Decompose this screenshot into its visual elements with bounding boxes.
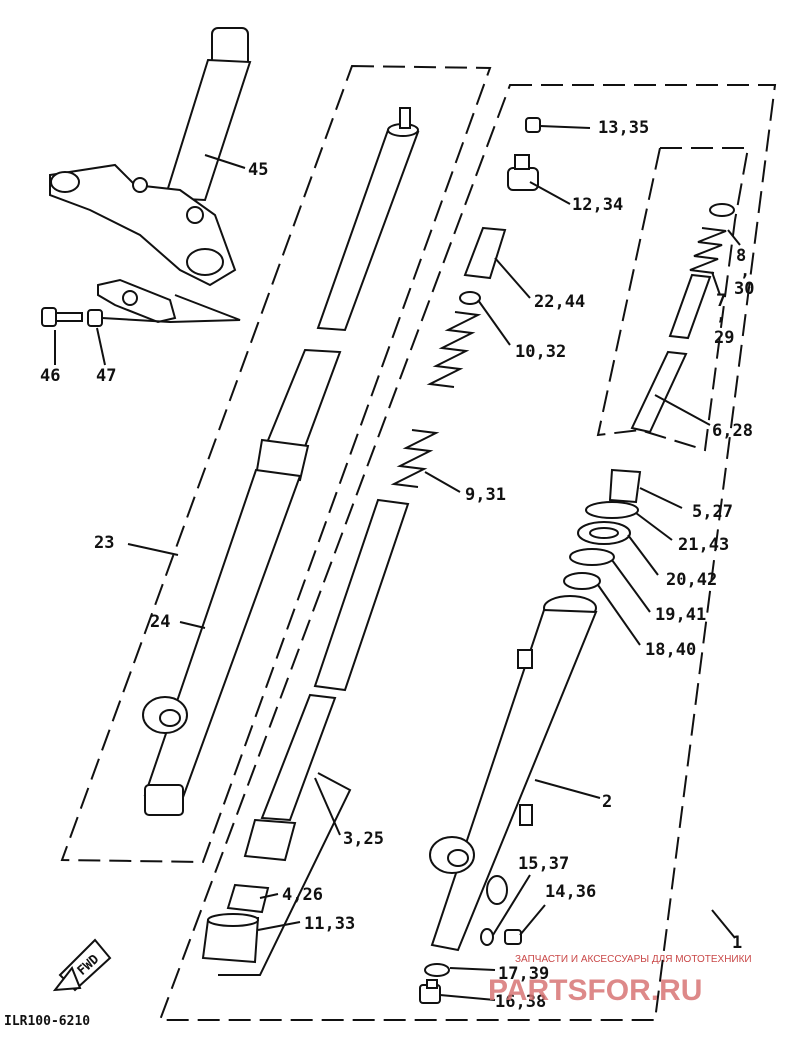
label-10-32: 10,32 (515, 342, 566, 362)
outer-tube-part-24 (142, 348, 342, 816)
label-14-36: 14,36 (545, 882, 596, 902)
label-15-37: 15,37 (518, 854, 569, 874)
group-3-bracket (218, 772, 352, 976)
clip-part-21 (585, 501, 639, 519)
label-4-26: 4,26 (282, 885, 323, 905)
oil-seal-part-20 (577, 521, 631, 545)
damper-part-11 (201, 913, 260, 964)
label-5-27: 5,27 (692, 502, 733, 522)
label-8-sep: , (740, 261, 750, 281)
diagram-code: ILR100-6210 (4, 1014, 90, 1029)
label-9-31: 9,31 (465, 485, 506, 505)
nut-part-47 (87, 309, 103, 327)
cap-bolt-part-13 (525, 117, 541, 133)
inner-tube-left (316, 107, 420, 332)
label-7: 7 (716, 291, 726, 311)
rebound-spring-part-7 (689, 227, 727, 274)
label-13-35: 13,35 (598, 118, 649, 138)
label-11-33: 11,33 (304, 914, 355, 934)
label-22-44: 22,44 (534, 292, 585, 312)
gasket-part-17 (424, 963, 450, 977)
washer-part-15 (480, 928, 494, 946)
damper-rod-part-29 (630, 273, 712, 434)
group-23-outline (60, 64, 492, 864)
washer-part-19 (569, 548, 615, 566)
label-19-41: 19,41 (655, 605, 706, 625)
label-1: 1 (732, 933, 742, 953)
damper-rod-middle (243, 498, 410, 862)
label-2: 2 (602, 792, 612, 812)
piston-ring-part-8 (709, 203, 735, 217)
spring-part-9 (390, 311, 482, 488)
label-30: 30 (734, 279, 754, 299)
group-1-outline (158, 84, 777, 1021)
label-23: 23 (94, 533, 114, 553)
oil-lock-piece-part-4 (226, 883, 270, 914)
fwd-arrow-icon: FWD (52, 938, 112, 992)
label-18-40: 18,40 (645, 640, 696, 660)
label-46: 46 (40, 366, 60, 386)
label-3-25: 3,25 (343, 829, 384, 849)
label-45: 45 (248, 160, 268, 180)
cable-guide-bracket (97, 278, 177, 324)
label-7-sep: , (716, 305, 726, 325)
label-24: 24 (150, 612, 170, 632)
bushing-part-18 (563, 572, 601, 590)
label-8: 8 (736, 246, 746, 266)
bolt-part-46 (41, 307, 83, 327)
watermark-caption: ЗАПЧАСТИ И АКСЕССУАРЫ ДЛЯ МОТОТЕХНИКИ (515, 954, 752, 965)
spacer-part-22 (463, 226, 507, 280)
label-29: 29 (714, 328, 734, 348)
label-17-39: 17,39 (498, 964, 549, 984)
label-20-42: 20,42 (666, 570, 717, 590)
spring-seat-part-10 (459, 291, 481, 305)
watermark-brand: PARTSFOR.RU (488, 974, 702, 1007)
group-29-outline (596, 147, 750, 452)
drain-bolt-part-14 (504, 929, 522, 945)
label-12-34: 12,34 (572, 195, 623, 215)
bolt-part-16 (419, 979, 441, 1004)
steering-stem-part-45 (49, 27, 252, 287)
outer-tube-part-2 (429, 595, 598, 952)
dust-seal-part-5 (608, 468, 642, 504)
label-21-43: 21,43 (678, 535, 729, 555)
label-16-38: 16,38 (495, 992, 546, 1012)
label-6-28: 6,28 (712, 421, 753, 441)
cap-bolt-part-12 (507, 154, 539, 191)
leader-lines (54, 125, 741, 1001)
label-47: 47 (96, 366, 116, 386)
